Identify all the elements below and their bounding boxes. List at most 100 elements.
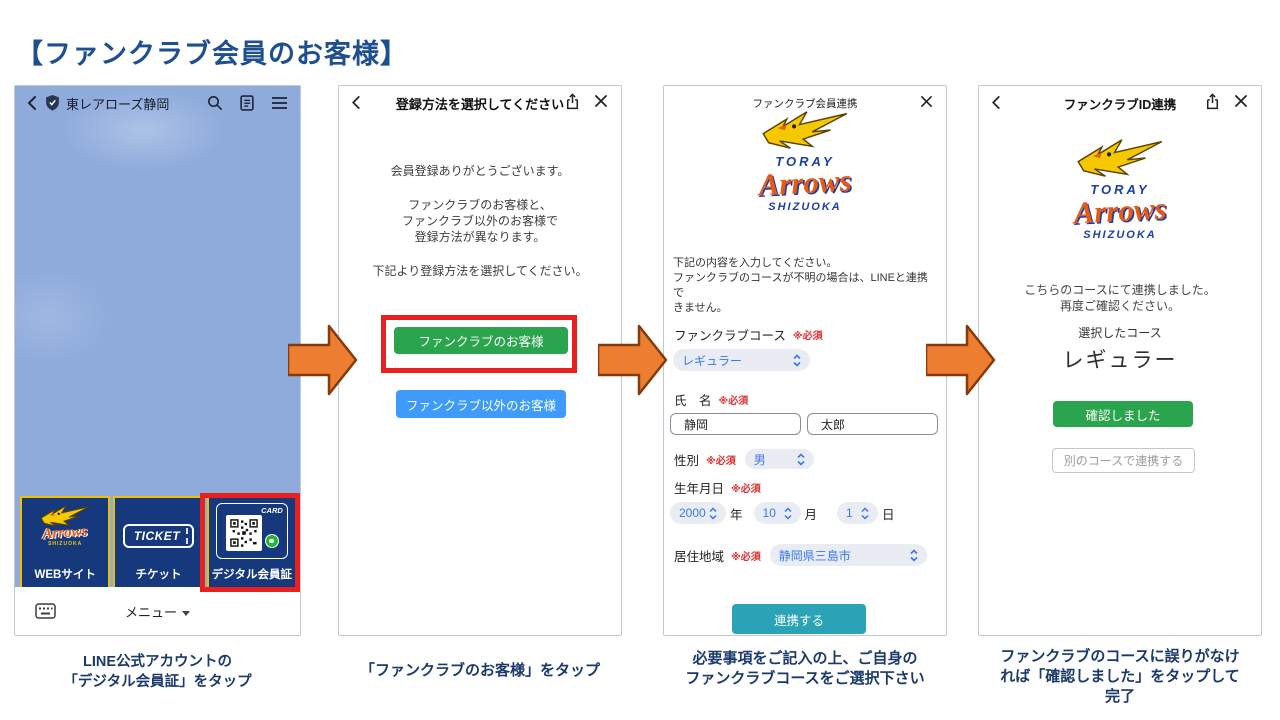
caret-down-icon [182,610,190,616]
screen3-header: ファンクラブ会員連携 [664,86,946,116]
region-label: 居住地域 [674,549,725,564]
share-icon[interactable] [565,93,580,110]
birth-month-value: 10 [762,506,776,520]
required-badge: ※必須 [706,455,736,467]
page-title: 【ファンクラブ会員のお客様】 [16,39,408,69]
flow-arrow-2-icon [598,324,668,396]
link-other-course-button[interactable]: 別のコースで連携する [1052,448,1195,473]
richmenu-tile-member-card[interactable]: CARD デジタル会員証 [206,496,297,589]
back-icon[interactable] [991,95,1001,110]
menu-hamburger-icon[interactable] [271,96,288,110]
account-name: 東レアローズ静岡 [66,96,170,112]
caption-step-1-line-1: LINE公式アカウントの [82,654,233,670]
highlight-box-member-card [200,493,300,592]
arrows-mascot-icon [762,111,848,149]
birth-year-select[interactable]: 2000 [670,502,726,524]
explain-line-1: ファンクラブのお客様と、 [408,198,552,212]
flow-arrow-3-icon [926,324,996,396]
first-name-input[interactable]: 太郎 [807,413,938,435]
arrows-logo: TORAY Arrows SHIZUOKA [979,138,1261,241]
notes-icon[interactable] [240,95,254,111]
thanks-message: 会員登録ありがとうございます。 [390,164,570,178]
select-chevrons-icon [861,506,869,520]
explain-line-2: ファンクラブ以外のお客様で [401,214,558,228]
phone-screen-member-link-form: ファンクラブ会員連携 TORAY Arrows SHIZUOKA 下記の内容を入… [663,85,947,636]
share-icon[interactable] [1205,93,1220,110]
line-input-bar: メニュー [15,587,300,635]
caption-step-4-line-3: 完了 [1104,688,1135,705]
non-fanclub-button[interactable]: ファンクラブ以外のお客様 [396,390,566,418]
form-intro: 下記の内容を入力してください。 ファンクラブのコースが不明の場合は、LINEと連… [673,256,938,316]
name-label-row: 氏 名 ※必須 [674,390,748,409]
select-chevrons-icon [793,353,801,367]
logo-shizuoka-text: SHIZUOKA [1083,229,1157,241]
gender-select-value: 男 [753,452,766,467]
logo-shizuoka-text: SHIZUOKA [768,201,842,213]
caption-step-4-line-1: ファンクラブのコースに誤りがなけ [1000,648,1240,665]
tile-web-label: WEBサイト [34,569,96,581]
line-app-badge-icon [264,534,279,548]
required-badge: ※必須 [731,551,761,563]
close-icon[interactable] [1234,94,1248,108]
link-submit-button[interactable]: 連携する [732,604,866,634]
phone-screen-line-home: 東レアローズ静岡 Arrows SHIZUOKA WEBサイト [14,85,301,636]
form-intro-line-1: 下記の内容を入力してください。 [673,257,838,269]
birthdate-label: 生年月日 [674,482,725,496]
richmenu-tile-ticket[interactable]: TICKET チケット [113,496,204,589]
region-select[interactable]: 静岡県三島市 [769,544,927,566]
linked-message-line-2: 再度ご確認ください。 [1059,299,1180,313]
phone-screen-id-link-confirm: ファンクラブID連携 TORAY Arrows SHIZUOKA こちらのコース… [978,85,1262,636]
birth-month-select[interactable]: 10 [753,502,801,524]
fanclub-member-button[interactable]: ファンクラブのお客様 [394,327,568,354]
first-name-value: 太郎 [821,417,846,432]
required-badge: ※必須 [718,396,749,407]
gender-row: 性別 ※必須 男 [674,449,814,469]
birthdate-row: 2000 年 10 月 1 日 [670,502,899,524]
close-icon[interactable] [920,95,933,108]
select-chevrons-icon [797,452,805,466]
line-rich-menu: Arrows SHIZUOKA WEBサイト TICKET チケット CARD [20,496,297,589]
arrows-logo-shizuoka: SHIZUOKA [48,541,83,547]
close-icon[interactable] [594,94,608,108]
keyboard-icon[interactable] [35,603,56,619]
screen3-title: ファンクラブ会員連携 [752,98,858,110]
month-unit: 月 [804,507,818,522]
arrows-logo-script: Arrows [42,523,89,543]
gender-label: 性別 [674,453,700,468]
richmenu-tile-website[interactable]: Arrows SHIZUOKA WEBサイト [20,496,111,589]
arrows-mascot-icon [1077,139,1163,177]
required-badge: ※必須 [731,484,761,495]
course-label-row: ファンクラブコース ※必須 [674,325,823,344]
year-unit: 年 [730,507,743,522]
menu-toggle[interactable]: メニュー [15,602,300,621]
screen2-header: 登録方法を選択してください [339,86,621,116]
day-unit: 日 [882,507,895,522]
phone-screen-select-method: 登録方法を選択してください 会員登録ありがとうございます。 ファンクラブのお客様… [338,85,622,636]
arrows-logo-small: Arrows SHIZUOKA [39,504,91,547]
caption-step-2-line-1: 「ファンクラブのお客様」をタップ [359,662,600,679]
caption-step-4-line-2: れば「確認しました」をタップして [1000,668,1240,685]
confirm-button[interactable]: 確認しました [1053,401,1193,427]
search-icon[interactable] [207,95,223,111]
last-name-input[interactable]: 静岡 [670,413,801,435]
birth-day-select[interactable]: 1 [837,502,879,524]
arrows-mascot-icon [40,505,90,527]
region-row: 居住地域 ※必須 静岡県三島市 [674,544,927,566]
course-select[interactable]: レギュラー [673,349,810,371]
arrows-logo: TORAY Arrows SHIZUOKA [664,110,946,213]
card-badge-text: CARD [261,506,283,515]
member-card-icon: CARD [215,503,288,559]
instruction-message: 下記より登録方法を選択してください。 [372,264,588,278]
course-label: ファンクラブコース [674,329,786,343]
required-badge: ※必須 [792,331,823,342]
name-label: 氏 名 [674,394,712,408]
back-icon[interactable] [27,95,37,111]
qr-code-icon [225,515,262,551]
back-icon[interactable] [351,95,361,110]
linked-message-line-1: こちらのコースにて連携しました。 [1024,283,1216,297]
line-chat-background: 東レアローズ静岡 Arrows SHIZUOKA WEBサイト [15,86,300,635]
birth-day-value: 1 [846,506,853,520]
gender-select[interactable]: 男 [744,449,814,469]
caption-step-2: 「ファンクラブのお客様」をタップ [323,661,637,681]
